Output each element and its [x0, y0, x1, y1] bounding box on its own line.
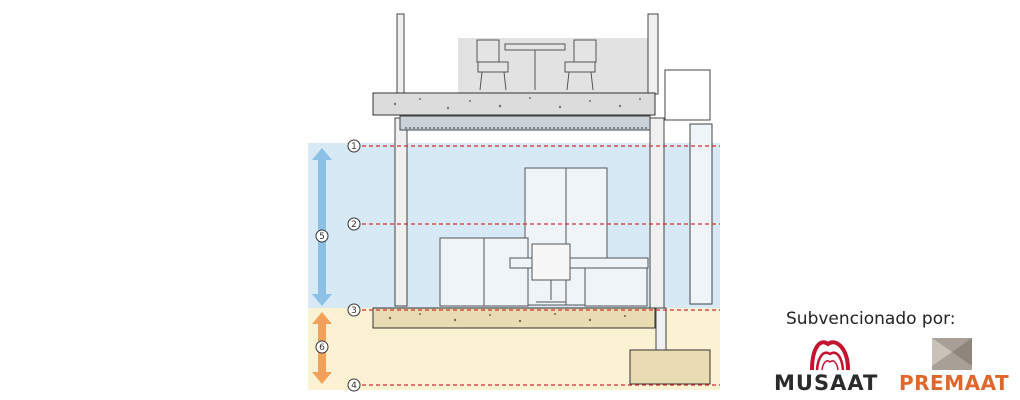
- upper-slab: [372, 92, 656, 116]
- upper-slab-texture: [393, 97, 641, 110]
- ceiling-band: [399, 115, 651, 131]
- level-marker-1: 1: [347, 139, 361, 153]
- terrace-furniture: [458, 38, 648, 93]
- level-marker-3-text: 3: [351, 306, 357, 316]
- span-marker-6-text: 6: [319, 343, 325, 353]
- span-arrow-6: 6: [312, 312, 332, 384]
- level-marker-2-text: 2: [351, 220, 357, 230]
- ground-slab-texture: [388, 313, 626, 323]
- office-interior: [439, 167, 649, 307]
- premaat-logo-mark: [932, 338, 972, 370]
- level-marker-4: 4: [347, 378, 361, 392]
- footing: [629, 349, 711, 385]
- structure-walls: [394, 13, 713, 353]
- premaat-logo-text: PREMAAT: [899, 371, 1010, 395]
- level-marker-1-text: 1: [351, 142, 357, 152]
- level-lines: [362, 145, 720, 386]
- ground-slab: [372, 307, 656, 329]
- level-marker-4-text: 4: [351, 381, 357, 391]
- musaat-logo-mark: [810, 340, 850, 371]
- level-marker-3: 3: [347, 303, 361, 317]
- level-marker-2: 2: [347, 217, 361, 231]
- sponsor-label: Subvencionado por:: [786, 309, 956, 329]
- span-arrow-5: 5: [312, 148, 332, 306]
- span-marker-5-text: 5: [319, 232, 325, 242]
- musaat-logo-text: MUSAAT: [774, 371, 879, 395]
